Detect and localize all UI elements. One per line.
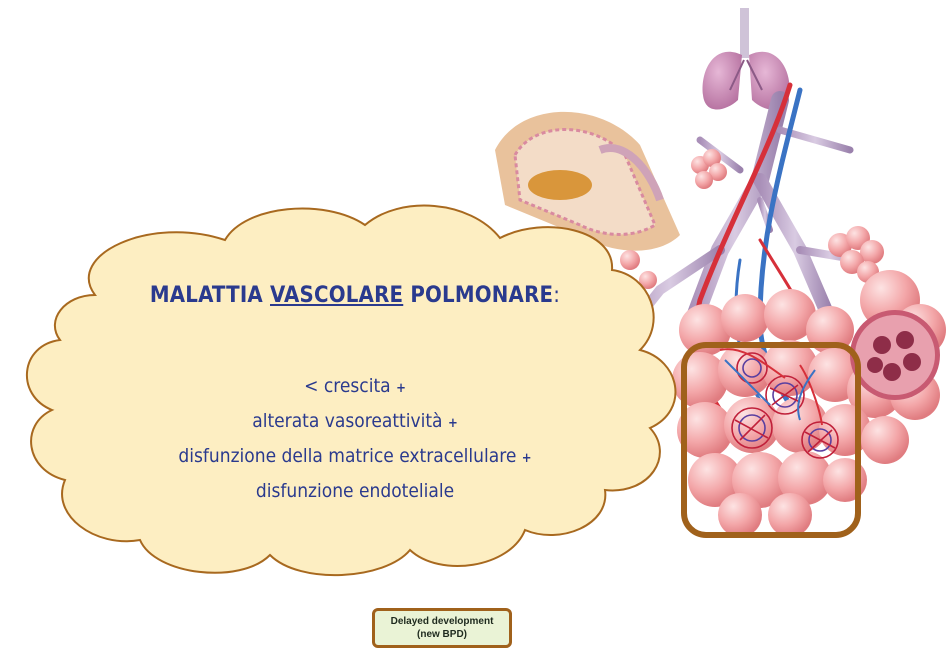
title-text-2: POLMONARE [403, 283, 553, 308]
cloud-line-growth: < crescita + [60, 370, 650, 405]
plus-sign: + [448, 416, 458, 431]
line2-text: alterata vasoreattività [252, 410, 442, 432]
alveoli-icon [672, 270, 946, 537]
title-underlined-word: VASCOLARE [270, 283, 403, 308]
title-colon: : [553, 283, 560, 308]
line4-text: disfunzione endoteliale [256, 480, 454, 502]
label-line1: Delayed development [375, 615, 509, 628]
delayed-development-label: Delayed development (new BPD) [372, 608, 512, 648]
label-line2: (new BPD) [375, 628, 509, 641]
plus-sign: + [396, 381, 406, 396]
cloud-line-endothelial: disfunzione endoteliale [60, 475, 650, 508]
cloud-line-matrix: disfunzione della matrice extracellulare… [60, 440, 650, 475]
cloud-line-vasoreactivity: alterata vasoreattività + [60, 405, 650, 440]
line1-text: < crescita [304, 375, 391, 397]
title-text-1: MALATTIA [150, 283, 270, 308]
alveolus-cross-section-icon [850, 310, 940, 400]
plus-sign: + [522, 451, 532, 466]
cloud-lines: < crescita + alterata vasoreattività + d… [60, 370, 650, 508]
cloud-title: MALATTIA VASCOLARE POLMONARE: [60, 283, 650, 308]
line3-text: disfunzione della matrice extracellulare [178, 445, 516, 467]
